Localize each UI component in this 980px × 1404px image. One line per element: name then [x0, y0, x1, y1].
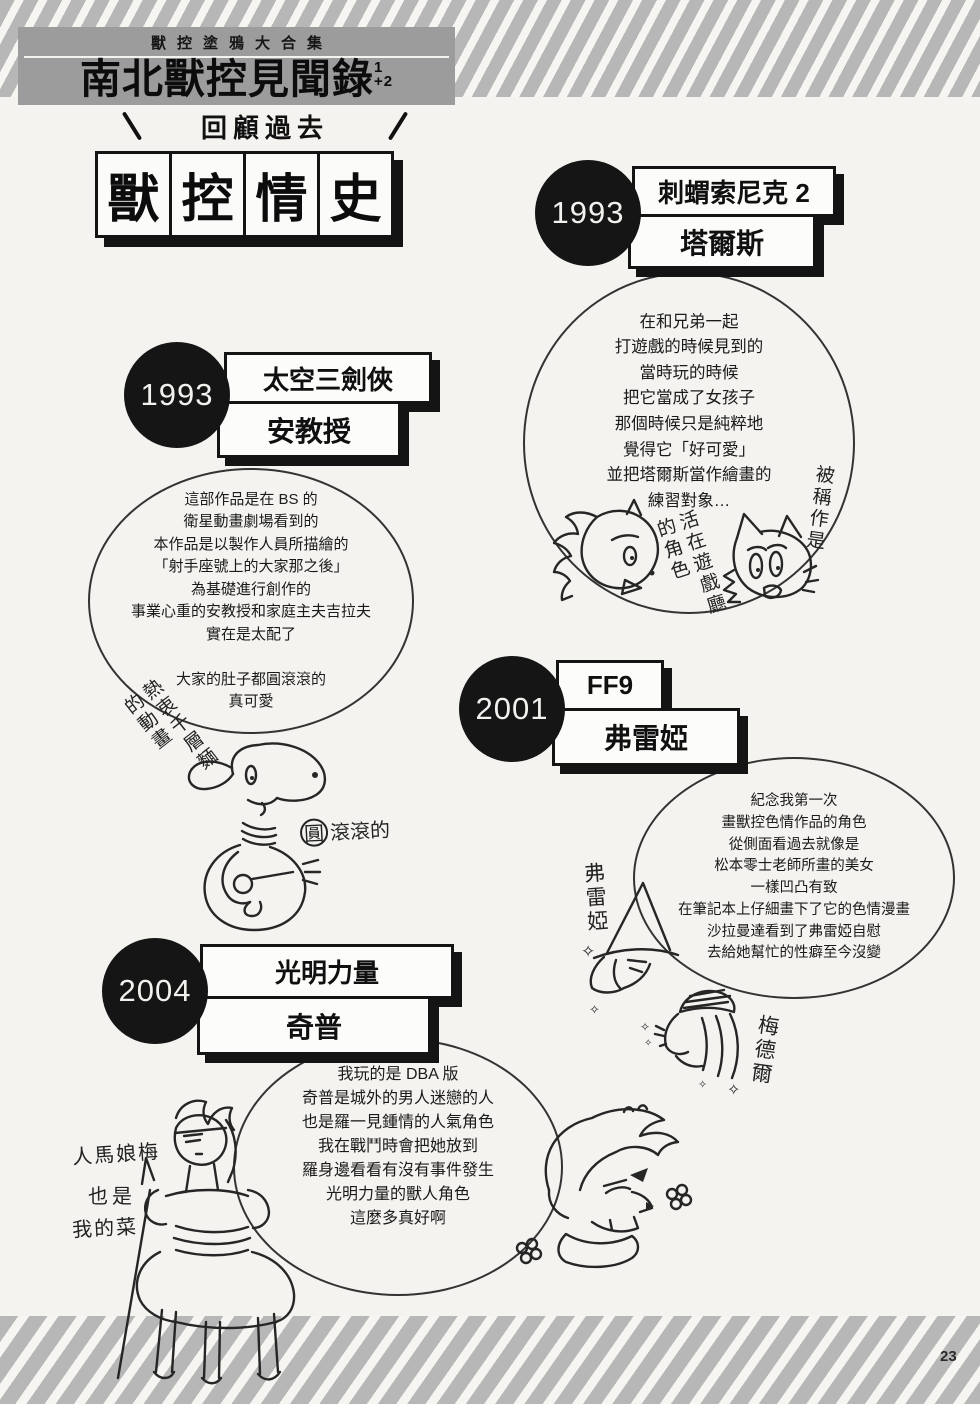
game-title-box: 光明力量: [200, 944, 454, 999]
flashback-banner: 回顧過去: [121, 106, 409, 146]
sparkle-icon: ✧: [589, 1002, 600, 1017]
annotation-centaur-1: 人馬娘梅: [71, 1140, 161, 1170]
sparkle-icon: ✧: [581, 942, 596, 961]
year-badge: 2004: [102, 938, 208, 1044]
page-number: 23: [940, 1348, 957, 1365]
series-title: 南北獸控見聞錄1 +2: [18, 59, 455, 100]
sparkle-icon: ✧: [698, 1079, 708, 1091]
game-title-box: FF9: [556, 660, 664, 711]
speech-bubble: 這部作品是在 BS 的 衛星動畫劇場看到的 本作品是以製作人員所描繪的 「射手座…: [88, 468, 414, 734]
speech-bubble: 紀念我第一次 畫獸控色情作品的角色 從側面看過去就像是 松本零士老師所畫的美女 …: [633, 757, 955, 999]
sparkle-icon: ✧: [644, 1038, 653, 1049]
main-title-cell: 史: [320, 151, 394, 238]
sparkle-icon: ✧: [727, 1082, 741, 1099]
flashback-label: 回顧過去: [200, 112, 329, 143]
character-name-box: 弗雷婭: [552, 708, 740, 766]
sparkle-icon: ✧: [640, 1020, 651, 1034]
speech-bubble: 我玩的是 DBA 版 奇普是城外的男人迷戀的人 也是羅一見鍾情的人氣角色 我在戰…: [233, 1038, 563, 1296]
main-title-cell: 控: [172, 151, 246, 238]
annotation-round: 圓 滾滾的: [299, 814, 391, 848]
header-block: 獸控塗鴉大合集 南北獸控見聞錄1 +2: [18, 27, 455, 105]
annotation-round-circled: 圓: [299, 817, 329, 847]
main-title-cell: 獸: [95, 151, 172, 238]
character-name-box: 奇普: [197, 996, 431, 1055]
game-title-box: 太空三劍俠: [224, 352, 432, 404]
character-name-box: 塔爾斯: [628, 214, 816, 269]
annotation-centaur-3: 我的菜: [71, 1216, 139, 1242]
series-title-text: 南北獸控見聞錄: [79, 56, 374, 102]
header-rule: [24, 56, 449, 58]
speech-bubble: 在和兄弟一起 打遊戲的時候見到的 當時玩的時候 把它當成了女孩子 那個時候只是純…: [523, 272, 855, 614]
annotation-round-rest: 滾滾的: [329, 819, 391, 845]
annotation-centaur-2: 也是: [88, 1186, 136, 1208]
title-superscript: 1 +2: [373, 59, 394, 90]
game-title-box: 刺蝟索尼克 2: [632, 166, 836, 217]
main-title-cell: 情: [246, 151, 320, 238]
year-badge: 1993: [535, 160, 641, 266]
main-title-box: 獸 控 情 史: [95, 151, 394, 238]
character-name-box: 安教授: [217, 401, 401, 458]
year-badge: 2001: [459, 656, 565, 762]
year-badge: 1993: [124, 342, 230, 448]
series-tag: 獸控塗鴉大合集: [150, 35, 333, 52]
